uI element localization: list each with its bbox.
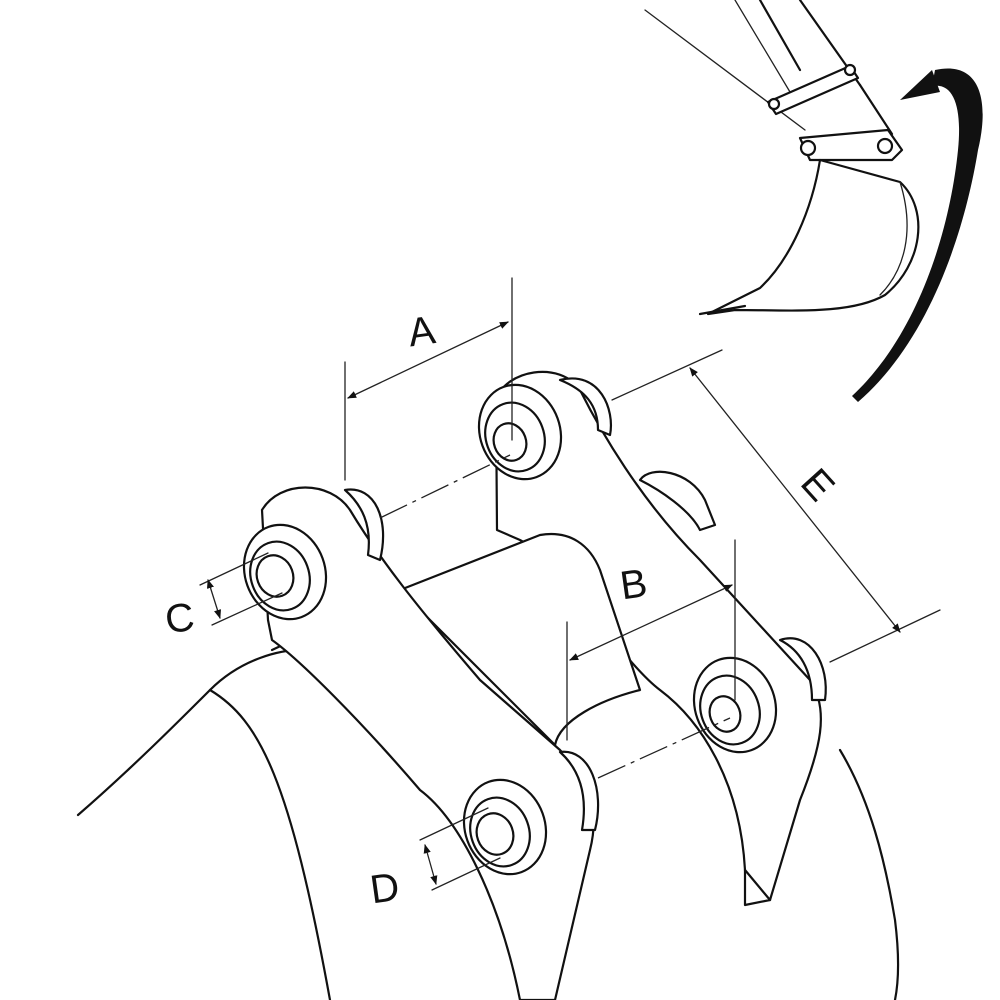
small-bucket: [698, 128, 920, 316]
curved-arrow-icon: [852, 68, 983, 402]
dimension-e: [611, 349, 941, 663]
label-a: A: [405, 308, 438, 355]
excavator-arm: [644, 0, 894, 136]
dimension-d: [419, 807, 501, 891]
bucket-body: [76, 648, 900, 1000]
front-ear-plate: [242, 486, 600, 1000]
label-b: B: [617, 561, 650, 608]
dimension-c: [199, 552, 283, 626]
dimension-a: [344, 277, 513, 519]
label-c: C: [162, 595, 197, 643]
label-d: D: [367, 865, 402, 913]
label-e: E: [792, 460, 843, 509]
